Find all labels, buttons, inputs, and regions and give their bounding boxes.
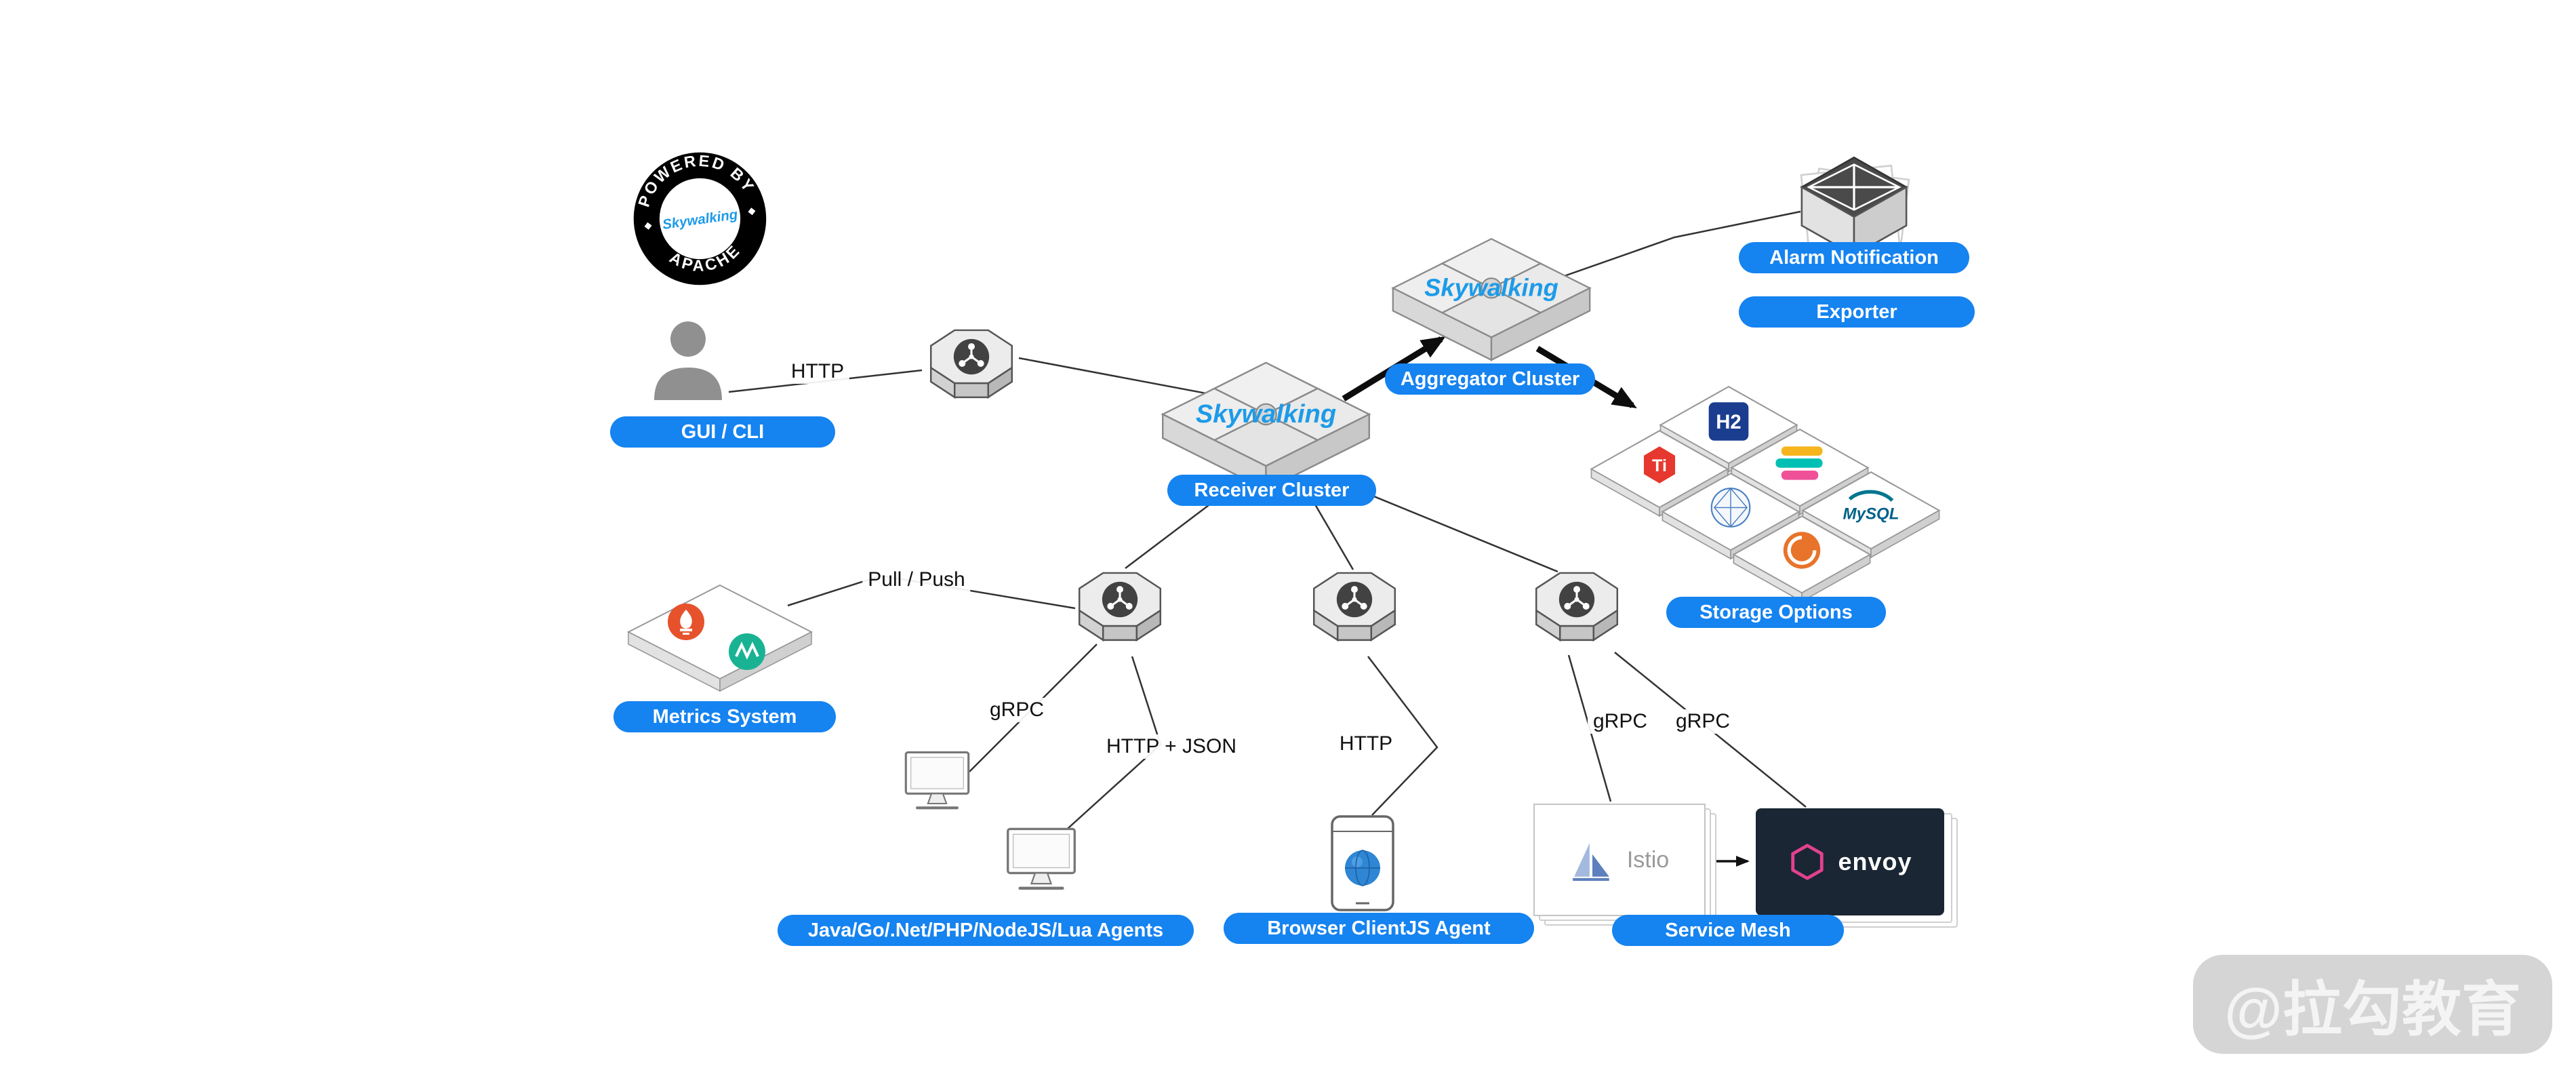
monitor-icon — [906, 752, 968, 808]
pill-service-mesh: Service Mesh — [1612, 915, 1844, 946]
watermark-badge: @拉勾教育 — [2193, 955, 2552, 1054]
edge-label-grpc-agents: gRPC — [984, 698, 1050, 722]
edge-label-http-gui: HTTP — [785, 359, 850, 384]
istio-sail-icon — [1572, 843, 1609, 881]
pill-language-agents: Java/Go/.Net/PHP/NodeJS/Lua Agents — [778, 915, 1194, 946]
edge-label-http-browser: HTTP — [1333, 732, 1398, 756]
receiver-cluster-box: Skywalking — [1152, 357, 1380, 500]
agent-monitor-2 — [1003, 826, 1079, 899]
network-hub-icon — [931, 330, 1012, 397]
powered-by-apache-badge: POWERED BY APACHE Skywalking — [618, 136, 782, 301]
router-node-gui — [921, 319, 1022, 415]
envoy-card: envoy — [1756, 808, 1958, 928]
network-hub-icon — [1314, 573, 1395, 640]
user-person-icon — [647, 319, 729, 406]
pill-alarm-notification: Alarm Notification — [1739, 242, 1969, 273]
skywalking-wordmark: Skywalking — [1196, 400, 1336, 429]
edge-router4-to-receiver — [1340, 481, 1558, 573]
sphere-db-icon — [1710, 488, 1751, 528]
pill-browser-clientjs-agent: Browser ClientJS Agent — [1224, 913, 1534, 944]
storage-tile-elasticsearch — [1729, 427, 1871, 519]
edge-label-grpc-envoy: gRPC — [1670, 709, 1736, 734]
storage-tile-h2: H2 — [1657, 384, 1800, 477]
istio-logo-card: Istio — [1533, 804, 1706, 916]
envoy-logo-card: envoy — [1756, 808, 1944, 915]
router-node-agents — [1069, 561, 1171, 658]
skywalking-wordmark: Skywalking — [1424, 273, 1558, 301]
metrics-system-box — [624, 580, 817, 709]
globe-icon — [1345, 850, 1380, 886]
edge-browser-http — [1367, 656, 1438, 816]
pill-aggregator-cluster: Aggregator Cluster — [1385, 363, 1595, 395]
influxdb-icon — [1783, 532, 1821, 569]
h2-icon — [1708, 402, 1749, 441]
envoy-logo-text: envoy — [1838, 848, 1912, 875]
envoy-hexagon-icon — [1791, 844, 1824, 880]
pill-gui-cli: GUI / CLI — [610, 416, 835, 448]
edge-label-pull-push: Pull / Push — [862, 568, 971, 592]
edge-label-http-json: HTTP + JSON — [1101, 734, 1242, 759]
pill-exporter: Exporter — [1739, 296, 1975, 328]
pill-metrics-system: Metrics System — [613, 701, 836, 732]
storage-options-grid: H2 MySQL Ti — [1586, 376, 1952, 614]
edge-label-grpc-istio: gRPC — [1587, 709, 1653, 734]
tidb-icon — [1643, 446, 1676, 484]
aggregator-cluster-box: Skywalking — [1383, 234, 1600, 370]
storage-tile-tidb: Ti — [1588, 428, 1731, 521]
istio-logo-text: Istio — [1626, 846, 1670, 873]
agent-monitor-1 — [902, 749, 973, 818]
browser-client-device — [1325, 814, 1400, 924]
metrics-wave-icon — [729, 633, 765, 670]
edge-aggregator-to-alarm — [1546, 210, 1801, 283]
mysql-logo-text: MySQL — [1843, 505, 1899, 523]
router-node-browser — [1304, 561, 1405, 658]
monitor-icon — [1008, 829, 1075, 888]
storage-tile-sphere — [1659, 471, 1802, 564]
tidb-logo-text: Ti — [1652, 456, 1667, 475]
storage-tile-influxdb — [1731, 513, 1873, 606]
elasticsearch-icon — [1775, 446, 1823, 480]
pill-receiver-cluster: Receiver Cluster — [1167, 475, 1376, 506]
h2-logo-text: H2 — [1716, 411, 1742, 433]
pill-storage-options: Storage Options — [1666, 597, 1886, 628]
mysql-dolphin-icon — [1848, 490, 1894, 502]
prometheus-icon — [668, 604, 704, 640]
storage-tile-mysql: MySQL — [1800, 469, 1942, 562]
network-hub-icon — [1079, 573, 1161, 640]
istio-card: Istio — [1533, 804, 1716, 926]
